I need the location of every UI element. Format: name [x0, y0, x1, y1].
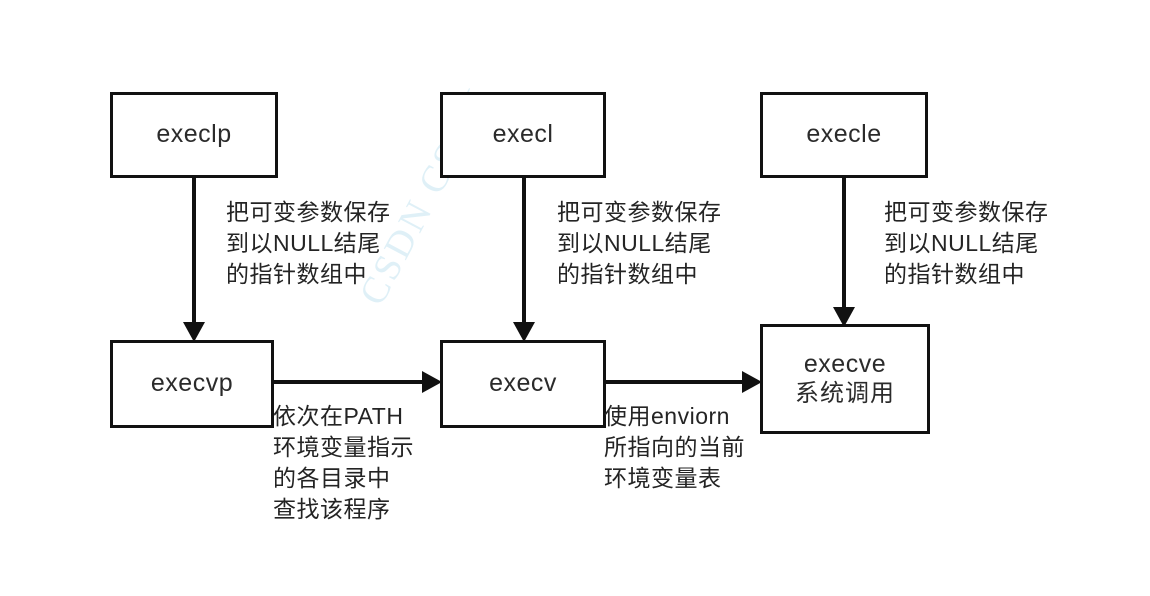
node-execvp[interactable]: execvp — [110, 340, 274, 428]
annotation-line: 的指针数组中 — [884, 261, 1025, 287]
node-execl[interactable]: execl — [440, 92, 606, 178]
node-execl-label: execl — [492, 120, 554, 149]
annotation-execlp-to-execvp: 把可变参数保存 到以NULL结尾 的指针数组中 — [226, 197, 391, 290]
annotation-line: 环境变量指示 — [273, 434, 414, 460]
annotation-line: 环境变量表 — [604, 465, 722, 491]
arrow-execle-to-execve — [833, 177, 855, 327]
annotation-line: 到以NULL结尾 — [884, 230, 1039, 256]
arrow-shaft — [606, 380, 744, 384]
arrowhead-down-icon — [833, 307, 855, 327]
annotation-execle-to-execve: 把可变参数保存 到以NULL结尾 的指针数组中 — [884, 197, 1049, 290]
arrow-execvp-to-execv — [274, 371, 442, 393]
arrowhead-right-icon — [742, 371, 762, 393]
node-execvp-label: execvp — [150, 369, 234, 398]
annotation-line: 把可变参数保存 — [884, 199, 1049, 225]
arrow-shaft — [192, 177, 196, 325]
annotation-line: 的指针数组中 — [226, 261, 367, 287]
annotation-line: 的指针数组中 — [557, 261, 698, 287]
node-execve-sublabel: 系统调用 — [795, 379, 895, 407]
annotation-line: 依次在PATH — [273, 403, 404, 429]
node-execv-label: execv — [489, 369, 557, 398]
node-execlp[interactable]: execlp — [110, 92, 278, 178]
arrow-shaft — [522, 177, 526, 325]
annotation-execv-to-execve: 使用enviorn 所指向的当前 环境变量表 — [604, 401, 745, 494]
annotation-execvp-to-execv: 依次在PATH 环境变量指示 的各目录中 查找该程序 — [273, 401, 414, 525]
node-execle-label: execle — [806, 120, 882, 149]
arrow-shaft — [842, 177, 846, 310]
annotation-execl-to-execv: 把可变参数保存 到以NULL结尾 的指针数组中 — [557, 197, 722, 290]
annotation-line: 到以NULL结尾 — [226, 230, 381, 256]
node-execve[interactable]: execve 系统调用 — [760, 324, 930, 434]
annotation-line: 使用enviorn — [604, 403, 730, 429]
node-execve-label: execve — [803, 350, 887, 379]
node-execle[interactable]: execle — [760, 92, 928, 178]
arrowhead-down-icon — [183, 322, 205, 342]
node-execlp-label: execlp — [156, 120, 232, 149]
annotation-line: 把可变参数保存 — [226, 199, 391, 225]
annotation-line: 所指向的当前 — [604, 434, 745, 460]
annotation-line: 到以NULL结尾 — [557, 230, 712, 256]
arrow-execlp-to-execvp — [183, 177, 205, 342]
annotation-line: 的各目录中 — [273, 465, 391, 491]
arrow-execv-to-execve — [606, 371, 762, 393]
arrow-execl-to-execv — [513, 177, 535, 342]
arrow-shaft — [274, 380, 424, 384]
arrowhead-down-icon — [513, 322, 535, 342]
annotation-line: 把可变参数保存 — [557, 199, 722, 225]
annotation-line: 查找该程序 — [273, 496, 391, 522]
node-execv[interactable]: execv — [440, 340, 606, 428]
arrowhead-right-icon — [422, 371, 442, 393]
